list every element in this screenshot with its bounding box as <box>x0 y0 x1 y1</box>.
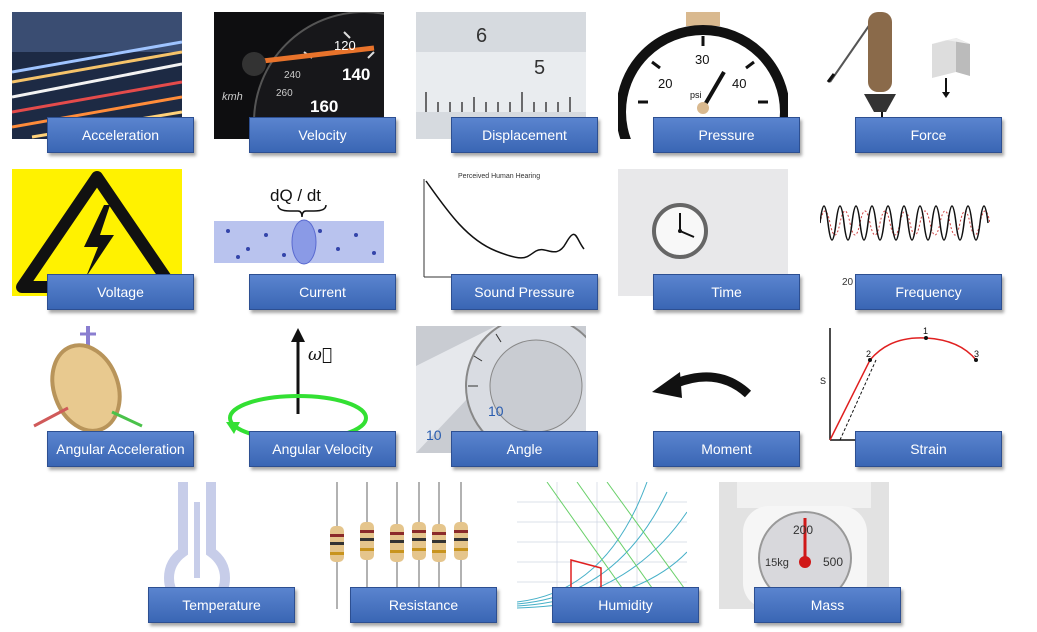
tile-moment: Moment <box>618 326 810 476</box>
velocity-tick-240: 240 <box>284 70 301 81</box>
strain-point-3: 3 <box>974 349 979 359</box>
label-frequency: Frequency <box>855 274 1002 310</box>
scale-tick-15kg: 15kg <box>765 557 789 569</box>
label-pressure: Pressure <box>653 117 800 153</box>
tile-frequency: 20 Frequency <box>820 169 1012 319</box>
tile-angular-velocity: ω⃗ Angular Velocity <box>214 326 406 476</box>
tile-humidity: Humidity <box>517 482 709 632</box>
label-acceleration: Acceleration <box>47 117 194 153</box>
label-resistance: Resistance <box>350 587 497 623</box>
hearing-chart-title: Perceived Human Hearing <box>458 173 540 180</box>
strain-ylabel: S <box>820 376 826 386</box>
tile-pressure: 20 30 40 psi Pressure <box>618 12 810 162</box>
velocity-tick-120: 120 <box>334 38 356 53</box>
velocity-tick-260: 260 <box>276 88 293 99</box>
label-temperature: Temperature <box>148 587 295 623</box>
label-current: Current <box>249 274 396 310</box>
ruler-tick-6: 6 <box>476 25 487 47</box>
label-humidity: Humidity <box>552 587 699 623</box>
tile-angle: 10 10 Angle <box>416 326 608 476</box>
label-force: Force <box>855 117 1002 153</box>
omega-symbol: ω⃗ <box>308 345 332 365</box>
tile-time: Time <box>618 169 810 319</box>
label-angular-acceleration: Angular Acceleration <box>47 431 194 467</box>
label-strain: Strain <box>855 431 1002 467</box>
label-velocity: Velocity <box>249 117 396 153</box>
tile-displacement: 6 5 Displacement <box>416 12 608 162</box>
pressure-tick-40: 40 <box>732 76 746 91</box>
tile-angular-acceleration: Angular Acceleration <box>12 326 204 476</box>
label-time: Time <box>653 274 800 310</box>
label-displacement: Displacement <box>451 117 598 153</box>
label-mass: Mass <box>754 587 901 623</box>
label-moment: Moment <box>653 431 800 467</box>
ruler-tick-5: 5 <box>534 57 545 79</box>
pressure-unit: psi <box>690 90 702 100</box>
tile-velocity: 120 140 240 260 160 kmh Velocity <box>214 12 406 162</box>
tile-mass: 200 15kg 500 Mass <box>719 482 911 632</box>
tile-voltage: Voltage <box>12 169 204 319</box>
angle-tick-10-outer: 10 <box>488 403 504 419</box>
strain-point-1: 1 <box>923 326 928 336</box>
tile-strain: S 1 2 3 Strain <box>820 326 1012 476</box>
frequency-tick-20: 20 <box>842 277 854 288</box>
tile-acceleration: Acceleration <box>12 12 204 162</box>
velocity-tick-140: 140 <box>342 65 370 84</box>
label-sound-pressure: Sound Pressure <box>451 274 598 310</box>
scale-tick-500: 500 <box>823 555 843 569</box>
label-angular-velocity: Angular Velocity <box>249 431 396 467</box>
angle-tick-10-inner: 10 <box>426 427 442 443</box>
label-angle: Angle <box>451 431 598 467</box>
label-voltage: Voltage <box>47 274 194 310</box>
velocity-unit: kmh <box>222 91 243 103</box>
tile-resistance: Resistance <box>315 482 507 632</box>
current-formula: dQ / dt <box>270 186 321 205</box>
pressure-tick-30: 30 <box>695 52 709 67</box>
scale-tick-200: 200 <box>793 523 813 537</box>
tile-force: Force <box>820 12 1012 162</box>
pressure-tick-20: 20 <box>658 76 672 91</box>
strain-point-2: 2 <box>866 349 871 359</box>
tile-current: dQ / dt Current <box>214 169 406 319</box>
tile-temperature: Temperature <box>113 482 305 632</box>
tile-sound-pressure: Perceived Human Hearing Sound Pressure <box>416 169 608 319</box>
velocity-tick-160: 160 <box>310 97 338 116</box>
